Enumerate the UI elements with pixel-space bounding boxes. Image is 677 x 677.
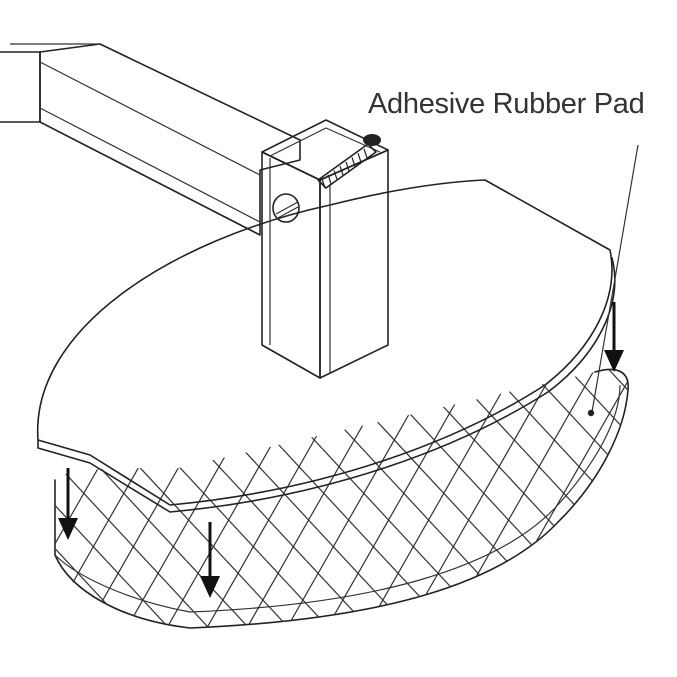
tube-edge-line-2 xyxy=(39,107,261,223)
thread-line xyxy=(345,161,350,171)
adjust-knob xyxy=(272,193,300,223)
hatch-line xyxy=(479,369,629,628)
knob-slot xyxy=(275,201,299,215)
hatch-line xyxy=(55,369,101,628)
hatch-line xyxy=(199,369,461,628)
hatch-line xyxy=(439,369,629,628)
hatch-line xyxy=(279,369,541,628)
callout-label: Adhesive Rubber Pad xyxy=(368,88,645,120)
hatch-line xyxy=(239,369,401,628)
hatch-line xyxy=(359,369,621,628)
hatch-line xyxy=(599,369,629,628)
hatch-line xyxy=(55,369,61,628)
rubber-pad xyxy=(0,360,677,640)
tube-body xyxy=(0,51,41,123)
hatch-line xyxy=(640,360,677,640)
knob-slot-2 xyxy=(275,206,299,220)
tube-outer-sleeve xyxy=(39,43,301,236)
tube-edge-line-1 xyxy=(39,61,261,176)
hatch-line xyxy=(55,369,141,628)
hatch-line xyxy=(55,369,221,628)
hatch-line xyxy=(55,369,181,628)
thread-line xyxy=(357,153,362,163)
square-tube xyxy=(0,43,301,236)
hatch-line xyxy=(55,369,261,628)
hatch-line xyxy=(0,360,40,640)
thread-line xyxy=(327,174,332,184)
callout-leader-line xyxy=(591,144,639,413)
hatch-line xyxy=(319,369,481,628)
hatch-line xyxy=(55,369,201,628)
clamp-bracket xyxy=(261,119,389,379)
hatch-line xyxy=(599,369,629,628)
set-screw xyxy=(317,134,381,189)
arrow-head xyxy=(200,576,220,598)
arrow-head xyxy=(604,350,624,372)
screw-shaft xyxy=(317,143,377,189)
foot-plate-edge xyxy=(37,257,616,513)
hatch-line xyxy=(519,369,629,628)
hatch-line xyxy=(159,369,321,628)
thread-line xyxy=(351,157,356,167)
hatch-line xyxy=(559,369,629,628)
hatch-line xyxy=(399,369,561,628)
arrow-head xyxy=(58,518,78,540)
hatch-line xyxy=(319,369,581,628)
hatch-line xyxy=(359,369,521,628)
bracket-inner-edge xyxy=(269,127,381,157)
hatch-line xyxy=(119,369,381,628)
foot-plate-top xyxy=(37,179,613,506)
rubber-pad-outline xyxy=(54,368,629,629)
callout-dot xyxy=(587,409,595,417)
bracket-top xyxy=(261,119,389,181)
press-arrows xyxy=(58,302,624,598)
thread-line xyxy=(333,170,338,180)
hatch-line xyxy=(239,369,501,628)
hatch-line xyxy=(159,369,421,628)
hatch-line xyxy=(0,360,20,640)
bracket-front xyxy=(261,151,321,379)
thread-line xyxy=(321,178,326,189)
rubber-pad-top-edge xyxy=(54,384,621,613)
screw-nut xyxy=(363,134,381,146)
hatch-line xyxy=(640,360,677,640)
hatch-line xyxy=(439,369,601,628)
thread-line xyxy=(363,148,368,159)
thread-line xyxy=(339,165,344,176)
screw-threads xyxy=(321,148,368,189)
knob-head xyxy=(272,193,300,223)
hatch-line xyxy=(55,369,121,628)
foot-plate xyxy=(37,179,616,513)
hatch-line xyxy=(399,369,629,628)
